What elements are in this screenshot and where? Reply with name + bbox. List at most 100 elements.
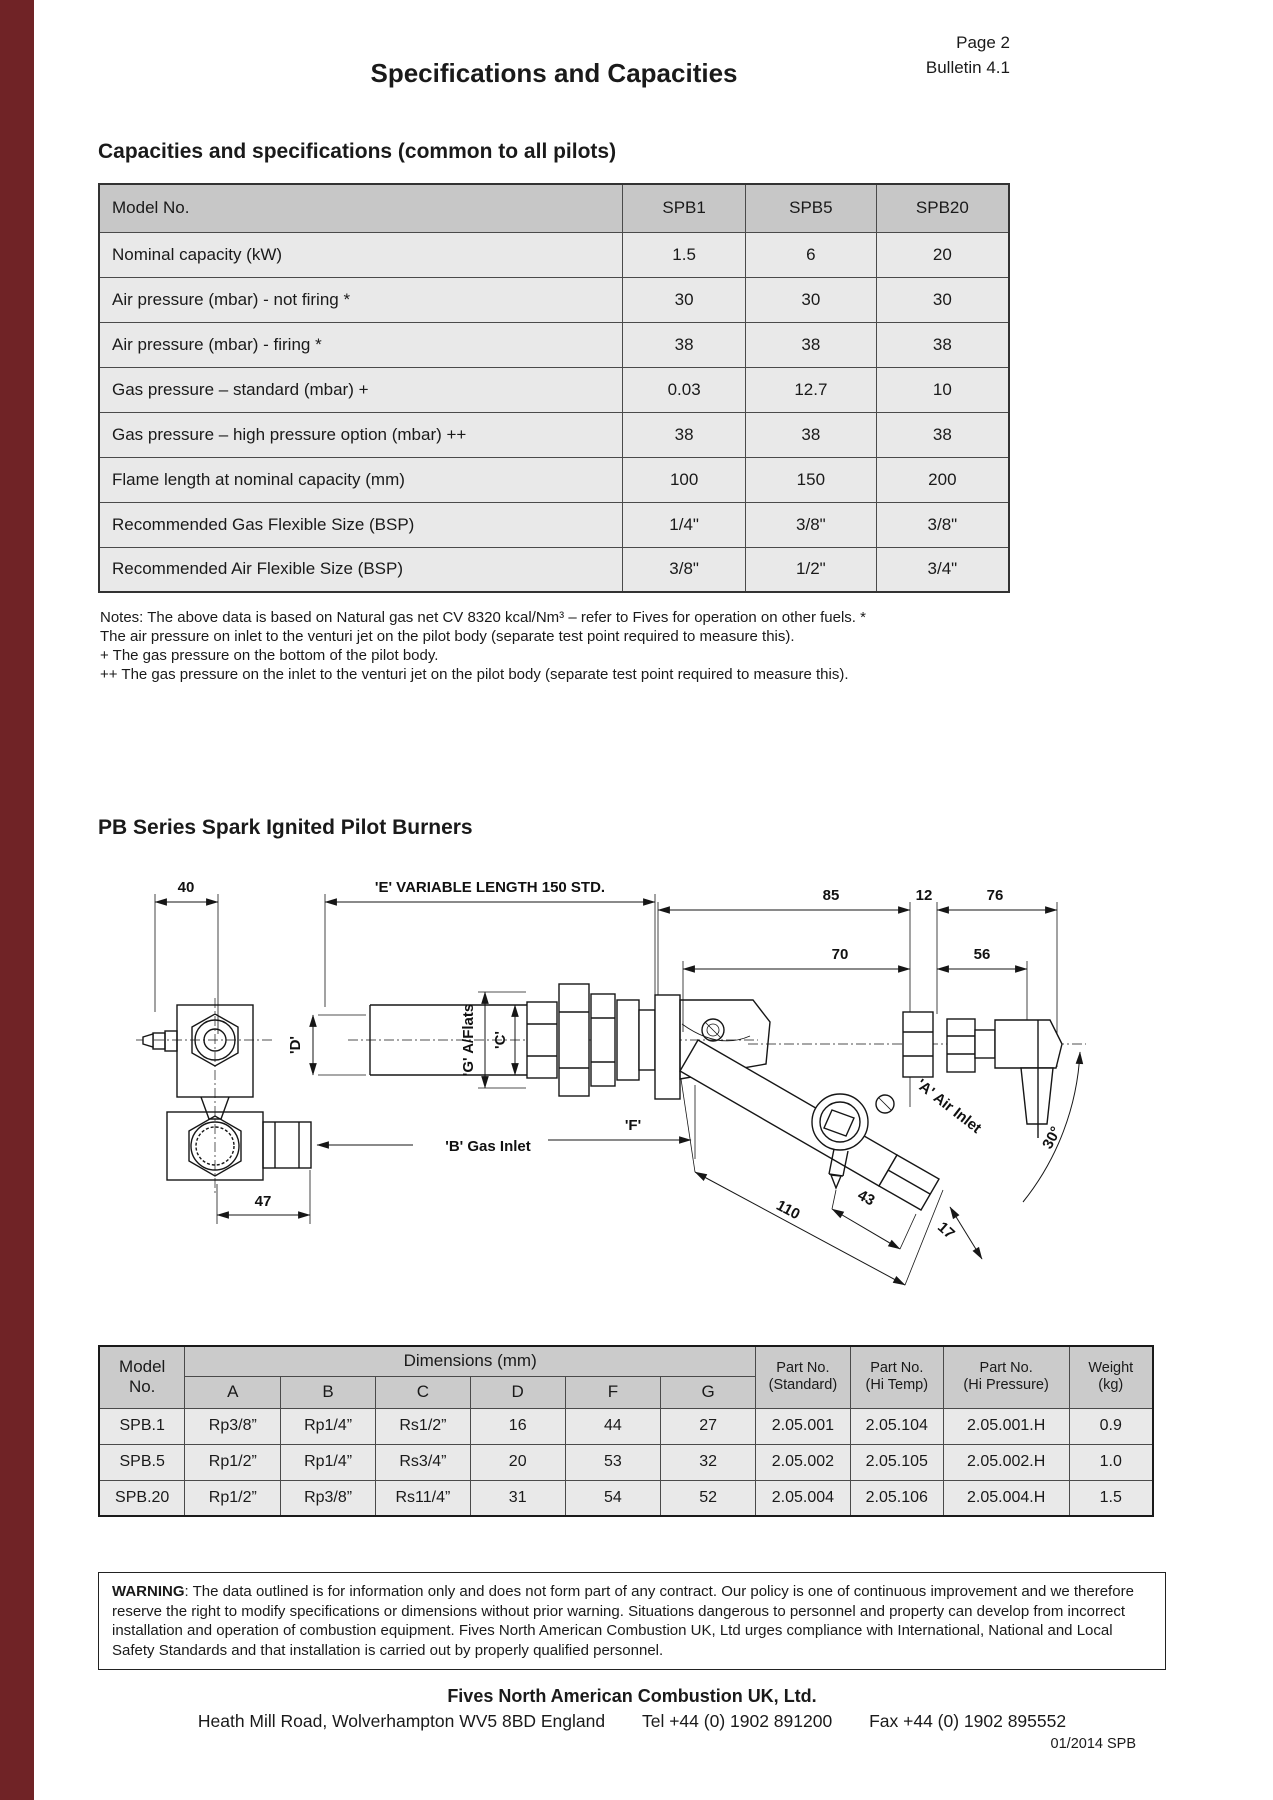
dim-table-row: SPB.5 Rp1/2” Rp1/4” Rs3/4” 20 53 32 2.05… <box>98 1443 1154 1481</box>
cell-value: 3/4" <box>875 546 1010 593</box>
footer-doc-ref: 01/2014 SPB <box>1050 1736 1136 1752</box>
table-row: Nominal capacity (kW) 1.5 6 20 <box>98 231 1010 278</box>
model-header-line2: No. <box>128 1377 156 1397</box>
note-line: ++ The gas pressure on the inlet to the … <box>100 666 849 683</box>
col-header-a: A <box>184 1375 282 1409</box>
col-header-weight: Weight (kg) <box>1068 1345 1154 1409</box>
dim-43-label: 43 <box>855 1187 878 1210</box>
part-ht-line2: (Hi Temp) <box>865 1377 929 1394</box>
cell-value: Rp1/4” <box>280 1407 376 1445</box>
weight-line1: Weight <box>1088 1360 1134 1377</box>
dim-56-label: 56 <box>974 946 991 963</box>
cell-value: 2.05.001.H <box>942 1407 1070 1445</box>
model-cell: SPB.1 <box>98 1407 186 1445</box>
cell-value: 20 <box>875 231 1010 278</box>
row-label: Nominal capacity (kW) <box>98 231 624 278</box>
pb-series-heading: PB Series Spark Ignited Pilot Burners <box>98 816 473 839</box>
cell-value: 54 <box>564 1479 662 1517</box>
cell-value: 38 <box>875 411 1010 458</box>
table-row: Air pressure (mbar) - not firing * 30 30… <box>98 276 1010 323</box>
col-header-model: Model No. <box>98 183 624 233</box>
row-label: Recommended Air Flexible Size (BSP) <box>98 546 624 593</box>
cell-value: 2.05.004 <box>754 1479 851 1517</box>
cell-value: 1/2" <box>745 546 877 593</box>
cell-value: 2.05.004.H <box>942 1479 1070 1517</box>
cell-value: 44 <box>564 1407 662 1445</box>
note-line: + The gas pressure on the bottom of the … <box>100 647 439 664</box>
cell-value: 0.9 <box>1068 1407 1154 1445</box>
row-label: Recommended Gas Flexible Size (BSP) <box>98 501 624 548</box>
cell-value: 0.03 <box>622 366 746 413</box>
row-label: Air pressure (mbar) - not firing * <box>98 276 624 323</box>
cell-value: 6 <box>745 231 877 278</box>
cell-value: 150 <box>745 456 877 503</box>
cell-value: 38 <box>622 321 746 368</box>
cell-value: 38 <box>745 411 877 458</box>
cell-value: 20 <box>469 1443 566 1481</box>
page-number: Page 2 <box>956 33 1010 52</box>
cell-value: 12.7 <box>745 366 877 413</box>
page-header-meta: Page 2 Bulletin 4.1 <box>860 30 1010 80</box>
cell-value: 2.05.106 <box>849 1479 944 1517</box>
dim-40-label: 40 <box>178 879 195 896</box>
cell-value: 2.05.001 <box>754 1407 851 1445</box>
row-label: Gas pressure – high pressure option (mba… <box>98 411 624 458</box>
cell-value: 2.05.105 <box>849 1443 944 1481</box>
col-header-spb20: SPB20 <box>875 183 1010 233</box>
cell-value: 30 <box>875 276 1010 323</box>
cell-value: Rp1/2” <box>184 1443 282 1481</box>
part-ht-line1: Part No. <box>870 1360 924 1377</box>
table-row: Air pressure (mbar) - firing * 38 38 38 <box>98 321 1010 368</box>
cell-value: Rp3/8” <box>280 1479 376 1517</box>
col-header-spb1: SPB1 <box>622 183 746 233</box>
dim-76-label: 76 <box>987 887 1004 904</box>
note-line: The air pressure on inlet to the venturi… <box>100 628 795 645</box>
air-inlet-label: 'A' Air Inlet <box>913 1076 984 1137</box>
cell-value: 30 <box>745 276 877 323</box>
dimensions-table: Model No. Dimensions (mm) Part No. (Stan… <box>98 1345 1154 1517</box>
cell-value: 3/8" <box>875 501 1010 548</box>
col-header-b: B <box>280 1375 376 1409</box>
table-row: Flame length at nominal capacity (mm) 10… <box>98 456 1010 503</box>
footer-fax: Fax +44 (0) 1902 895552 <box>869 1711 1067 1731</box>
capacities-table: Model No. SPB1 SPB5 SPB20 Nominal capaci… <box>98 183 1010 593</box>
pilot-burner-drawing: 40 'E' VARIABLE LENGTH 150 STD. 85 12 76… <box>136 879 1086 1286</box>
col-header-model: Model No. <box>98 1345 186 1409</box>
part-hp-line2: (Hi Pressure) <box>963 1377 1049 1394</box>
row-label: Flame length at nominal capacity (mm) <box>98 456 624 503</box>
part-std-line2: (Standard) <box>768 1377 838 1394</box>
table-row: Gas pressure – high pressure option (mba… <box>98 411 1010 458</box>
model-cell: SPB.20 <box>98 1479 186 1517</box>
dim-85-label: 85 <box>823 887 840 904</box>
cell-value: 27 <box>660 1407 756 1445</box>
dim-c-label: 'C' <box>492 1031 509 1049</box>
dim-table-header-row1: Model No. Dimensions (mm) Part No. (Stan… <box>98 1345 1154 1409</box>
cell-value: 200 <box>875 456 1010 503</box>
cell-value: 1.5 <box>1068 1479 1154 1517</box>
table-row: Recommended Air Flexible Size (BSP) 3/8"… <box>98 546 1010 593</box>
page-title: Specifications and Capacities <box>370 58 738 88</box>
cell-value: Rp1/2” <box>184 1479 282 1517</box>
note-line: Notes: The above data is based on Natura… <box>100 609 866 626</box>
cell-value: Rp3/8” <box>184 1407 282 1445</box>
col-header-c: C <box>375 1375 471 1409</box>
dim-d-label: 'D' <box>287 1036 304 1054</box>
cell-value: Rs1/2” <box>375 1407 471 1445</box>
table-notes: Notes: The above data is based on Natura… <box>100 608 1060 684</box>
cell-value: 30 <box>622 276 746 323</box>
dim-g-label: 'G' A/Flats <box>460 1004 477 1076</box>
col-header-spb5: SPB5 <box>745 183 877 233</box>
footer-address-line: Heath Mill Road, Wolverhampton WV5 8BD E… <box>98 1711 1166 1732</box>
col-header-d: D <box>469 1375 566 1409</box>
cell-value: 16 <box>469 1407 566 1445</box>
cell-value: 31 <box>469 1479 566 1517</box>
table-row: Gas pressure – standard (mbar) + 0.03 12… <box>98 366 1010 413</box>
footer-address: Heath Mill Road, Wolverhampton WV5 8BD E… <box>197 1711 606 1731</box>
cell-value: 100 <box>622 456 746 503</box>
cell-value: 2.05.002.H <box>942 1443 1070 1481</box>
part-std-line1: Part No. <box>776 1360 830 1377</box>
row-label: Gas pressure – standard (mbar) + <box>98 366 624 413</box>
cell-value: Rp1/4” <box>280 1443 376 1481</box>
col-header-f: F <box>564 1375 662 1409</box>
